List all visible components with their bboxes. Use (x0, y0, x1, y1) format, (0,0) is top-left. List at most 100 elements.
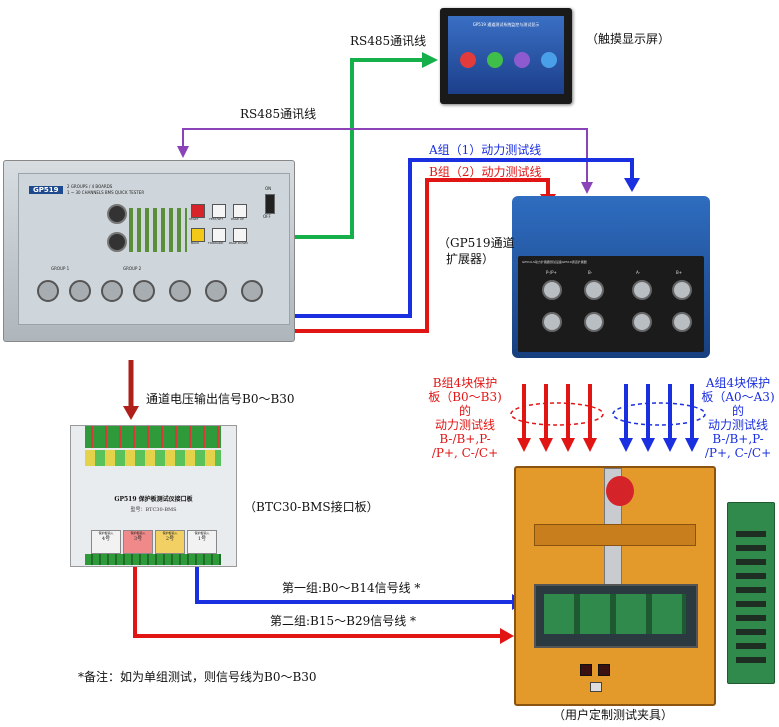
slot-1-label: 1号 (197, 536, 207, 542)
slot-4-label: 4号 (101, 536, 111, 542)
channel-expander-device: GP519-S动力扩展器测试设备GP519通道扩展器 P-/P+ B- A- B… (512, 196, 710, 358)
expander-port-label-3: A- (636, 270, 641, 275)
slot-3-header: 保护板输入 (130, 531, 146, 535)
fixture-label: （用户定制测试夹具） (553, 708, 674, 722)
status-circle-blue-icon (541, 52, 558, 68)
expander-port-6-icon[interactable] (584, 312, 604, 332)
connector-5-icon[interactable] (169, 280, 191, 302)
expander-front-panel: GP519-S动力扩展器测试设备GP519通道扩展器 P-/P+ B- A- B… (518, 256, 704, 352)
slot-4-header: 保护板输入 (98, 531, 114, 535)
group-b-desc-line6: /P+, C-/C+ (431, 446, 499, 460)
group-a-desc-line3: 的 (731, 404, 744, 418)
group-a-power-arrowhead (624, 178, 640, 192)
tester-back-label: BACK (191, 241, 200, 245)
expander-label-line1: （GP519通道 (438, 236, 515, 250)
interface-slot-3: 保护板输入 3号 (123, 530, 153, 554)
expander-panel-text: GP519-S动力扩展器测试设备GP519通道扩展器 (522, 260, 587, 264)
group-a-power-wire (190, 158, 634, 318)
tester-brand: GP519 (29, 186, 63, 194)
expander-port-4-icon[interactable] (672, 280, 692, 300)
rs485-wire-green (286, 58, 422, 239)
group-a-desc-line6: /P+, C-/C+ (704, 446, 772, 460)
status-circle-purple-icon (514, 52, 531, 68)
expander-port-8-icon[interactable] (672, 312, 692, 332)
touch-screen-display: GP519 通道测试系统监控与测试显示 (448, 16, 564, 94)
rs485-wire-purple (182, 128, 588, 182)
expander-port-2-icon[interactable] (584, 280, 604, 300)
rs485-lower-label: RS485通讯线 (240, 107, 317, 121)
rs485-purple-arrowhead-tester (177, 146, 189, 158)
slot-2-header: 保护板输入 (162, 531, 178, 535)
tester-forward-button[interactable] (212, 228, 226, 242)
interface-board-top-connectors (85, 426, 221, 448)
tester-header-line1: 2 GROUPS / 4 BOARDS (67, 184, 113, 189)
touch-screen-title: GP519 通道测试系统监控与测试显示 (472, 22, 540, 27)
tester-power-on-label: ON (265, 186, 272, 191)
tester-pagedown-label: PAGE DOWN (229, 241, 248, 245)
connector-7-icon[interactable] (241, 280, 263, 302)
tester-forward-label: FORWARD (208, 241, 224, 245)
connector-4-icon[interactable] (133, 280, 155, 302)
fixture-press-knob[interactable] (606, 476, 634, 506)
footnote: *备注：如为单组测试，则信号线为B0～B30 (78, 670, 317, 684)
group-b-desc-line1: B组4块保护 (432, 376, 498, 390)
slot-1-header: 保护板输入 (194, 531, 210, 535)
test-fixture-device (514, 466, 716, 706)
rs485-green-arrowhead (422, 52, 438, 68)
interface-board-bottom-connectors (85, 554, 221, 565)
touch-screen-icons (460, 52, 558, 72)
bms-tester-device: GP519 2 GROUPS / 4 BOARDS 1 ~ 30 CHANNEL… (3, 160, 295, 342)
group2-signal-arrowhead (500, 628, 514, 644)
tester-pageup-button[interactable] (233, 204, 247, 218)
connector-3-icon[interactable] (101, 280, 123, 302)
status-circle-red-icon (460, 52, 476, 68)
group-b-desc-line5: B-/B+,P- (439, 432, 491, 446)
tester-start-label: START (189, 217, 199, 221)
tester-back-button[interactable] (191, 228, 205, 242)
tester-knob-upper[interactable] (107, 204, 127, 224)
touch-screen-label: （触摸显示屏） (586, 32, 671, 46)
tester-led-grid (129, 208, 187, 252)
fixture-button-power[interactable] (590, 682, 602, 692)
expander-label-line2: 扩展器） (446, 252, 495, 266)
expander-port-5-icon[interactable] (542, 312, 562, 332)
expander-port-1-icon[interactable] (542, 280, 562, 300)
status-circle-green-icon (487, 52, 504, 68)
group-a-desc-line4: 动力测试线 (707, 418, 768, 432)
expander-port-label-4: B+ (676, 270, 683, 275)
group-a-desc-line1: A组4块保护 (705, 376, 771, 390)
fixture-pcb-boards (544, 594, 686, 634)
connector-2-icon[interactable] (69, 280, 91, 302)
connector-6-icon[interactable] (205, 280, 227, 302)
tester-power-switch[interactable] (265, 194, 275, 214)
expander-port-label-1: P-/P+ (546, 270, 557, 275)
expander-port-7-icon[interactable] (632, 312, 652, 332)
tester-pagedown-button[interactable] (233, 228, 247, 242)
interface-slot-4: 保护板输入 4号 (91, 530, 121, 554)
group1-signal-wire (195, 565, 512, 604)
group2-signal-wire (133, 565, 500, 638)
expander-port-label-2: B- (588, 270, 593, 275)
rs485-upper-label: RS485通讯线 (350, 34, 427, 48)
fixture-button-left[interactable] (580, 664, 592, 676)
tester-knob-lower[interactable] (107, 232, 127, 252)
touch-screen: GP519 通道测试系统监控与测试显示 (440, 8, 572, 104)
group2-signal-label: 第二组:B15～B29信号线 * (270, 614, 417, 628)
fixture-button-right[interactable] (598, 664, 610, 676)
tester-front-panel: GP519 2 GROUPS / 4 BOARDS 1 ~ 30 CHANNEL… (18, 173, 290, 325)
protection-board (727, 502, 775, 684)
channel-voltage-label: 通道电压输出信号B0～B30 (146, 392, 295, 406)
tester-start-button[interactable] (191, 204, 205, 218)
group-b-power-label: B组（2）动力测试线 (429, 165, 542, 179)
expander-port-3-icon[interactable] (632, 280, 652, 300)
interface-board-slot-row: 保护板输入 4号 保护板输入 3号 保护板输入 2号 保护板输入 1号 (91, 530, 219, 554)
slot-2-label: 2号 (165, 536, 175, 542)
group-b-desc-line3: 的 (458, 404, 471, 418)
channel-voltage-arrowhead (123, 406, 139, 420)
interface-board-label: （BTC30-BMS接口板） (244, 500, 379, 514)
interface-board-title: GP519 保护板测试仪接口板 (114, 496, 193, 503)
connector-1-icon[interactable] (37, 280, 59, 302)
group-b-desc-line4: 动力测试线 (434, 418, 495, 432)
tester-testset-button[interactable] (212, 204, 226, 218)
group-a-desc-line2: 板（A0～A3) (701, 390, 775, 404)
